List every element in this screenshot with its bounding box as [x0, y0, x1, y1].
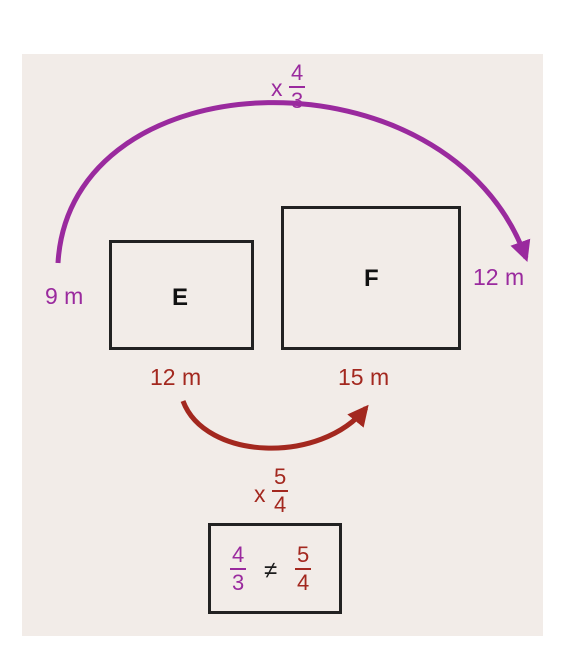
- rectangle-f: [281, 206, 461, 350]
- rectangle-e-label: E: [172, 284, 189, 311]
- comparison-left-fraction: 4 3: [230, 542, 247, 595]
- rectangle-e: [109, 240, 254, 350]
- rectangle-f-label: F: [364, 265, 379, 292]
- comparison-box: [208, 523, 342, 614]
- f-height-label: 12 m: [473, 264, 525, 290]
- not-equal-symbol: ≠: [264, 557, 278, 584]
- width-scale-denominator: 4: [272, 490, 289, 517]
- height-scale-denominator: 3: [289, 86, 306, 113]
- width-scale-numerator: 5: [274, 464, 287, 489]
- e-width-label: 12 m: [150, 364, 202, 390]
- height-scale-numerator: 4: [291, 60, 304, 85]
- comparison-right-fraction: 5 4: [295, 542, 312, 595]
- comparison-right-numerator: 5: [297, 542, 310, 567]
- comparison-left-denominator: 3: [230, 568, 247, 595]
- comparison-left-numerator: 4: [232, 542, 245, 567]
- height-scale-times: x: [271, 75, 283, 101]
- width-scale-times: x: [254, 481, 266, 507]
- f-width-label: 15 m: [338, 364, 390, 390]
- height-scale-fraction: 4 3: [289, 60, 306, 113]
- width-scale-fraction: 5 4: [272, 464, 289, 517]
- comparison-right-denominator: 4: [295, 568, 312, 595]
- width-scale-arrow: [180, 400, 369, 451]
- e-height-label: 9 m: [45, 283, 84, 309]
- height-scale-arrow: [55, 100, 531, 264]
